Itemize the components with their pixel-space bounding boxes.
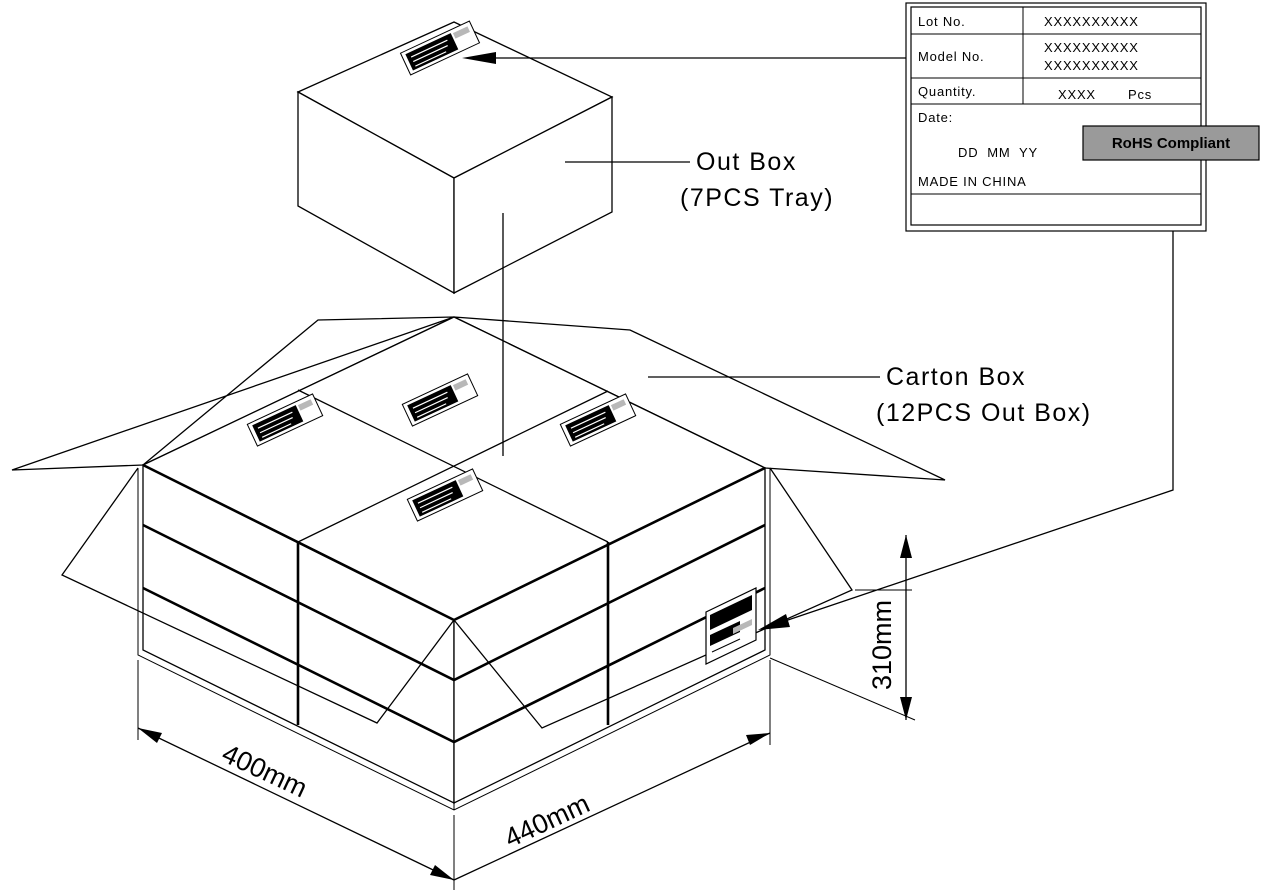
rohs-badge: RoHS Compliant [1082, 125, 1260, 161]
label-origin: MADE IN CHINA [918, 174, 1027, 189]
dimension-height: 310mm [867, 600, 897, 690]
arrow-to-carton-sticker-icon [758, 614, 790, 630]
label-date: Date: [918, 110, 953, 125]
label-model-value-1: XXXXXXXXXX [1044, 40, 1139, 55]
label-quantity-unit: Pcs [1128, 87, 1152, 102]
arrow-to-out-box-icon [462, 52, 496, 64]
callout-carton-box-qty: (12PCS Out Box) [876, 399, 1092, 427]
label-lot-no: Lot No. [918, 14, 966, 29]
dimension-width: 440mm [500, 788, 594, 853]
label-model-value-2: XXXXXXXXXX [1044, 58, 1139, 73]
label-lot-value: XXXXXXXXXX [1044, 14, 1139, 29]
callout-out-box: Out Box [696, 148, 797, 176]
dimension-depth: 400mm [217, 738, 311, 803]
label-date-format: DD MM YY [958, 145, 1038, 160]
carton-sticker-right [559, 393, 637, 447]
label-detail: Lot No. XXXXXXXXXX Model No. XXXXXXXXXX … [905, 2, 1260, 232]
carton-side-sticker [705, 587, 757, 665]
carton-box [11, 316, 946, 811]
out-box-sticker [399, 20, 481, 76]
rohs-badge-text: RoHS Compliant [1112, 135, 1230, 152]
callouts: Out Box (7PCS Tray) Carton Box (12PCS Ou… [565, 148, 1092, 427]
label-quantity: Quantity. [918, 84, 976, 99]
carton-sticker-left [246, 393, 324, 447]
leader-arrows [462, 52, 1174, 630]
carton-sticker-front [406, 468, 484, 522]
callout-out-box-qty: (7PCS Tray) [680, 184, 834, 212]
out-box [296, 20, 614, 295]
label-model-no: Model No. [918, 49, 984, 64]
carton-sticker-center [401, 373, 479, 427]
callout-carton-box: Carton Box [886, 363, 1026, 391]
label-quantity-value: XXXX [1058, 87, 1096, 102]
